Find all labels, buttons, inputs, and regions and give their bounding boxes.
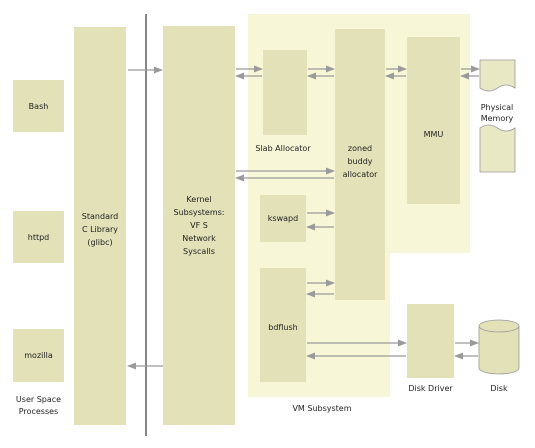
disk-label: Disk	[490, 384, 508, 393]
process-httpd	[13, 211, 64, 263]
zoned-buddy-allocator-box	[335, 29, 385, 300]
physical-memory-top	[479, 59, 516, 92]
disk-cylinder-body	[478, 326, 520, 375]
physical-memory-bottom	[479, 124, 516, 173]
kswapd-box	[260, 195, 306, 242]
process-httpd-label: httpd	[28, 233, 50, 242]
disk-driver-box	[407, 304, 454, 378]
kernel-label-line3: VF S	[190, 221, 208, 230]
libc-label-line1: Standard	[82, 212, 118, 221]
kernel-label-line4: Network	[182, 234, 216, 243]
process-mozilla	[13, 329, 64, 382]
mmu-box	[407, 37, 460, 204]
kernel-label-line2: Subsystems:	[173, 208, 224, 217]
buddy-label-line3: allocator	[343, 170, 379, 179]
process-bash	[13, 80, 64, 132]
buddy-label-line1: zoned	[348, 144, 372, 153]
mmu-label: MMU	[424, 130, 444, 139]
process-mozilla-label: mozilla	[24, 351, 53, 360]
bdflush-label: bdflush	[268, 323, 298, 332]
disk-cylinder-top	[478, 319, 520, 333]
disk-driver-label: Disk Driver	[408, 384, 453, 393]
standard-c-library-box	[74, 27, 126, 425]
bdflush-box	[260, 268, 306, 382]
kernel-label-line1: Kernel	[186, 195, 211, 204]
process-bash-label: Bash	[29, 102, 49, 111]
user-space-label: User Space	[16, 395, 61, 404]
physical-memory-label-line2: Memory	[481, 114, 514, 123]
libc-label-line2: C Library	[82, 225, 118, 234]
kernel-label-line5: Syscalls	[183, 247, 215, 256]
buddy-label-line2: buddy	[347, 157, 372, 166]
physical-memory-label-line1: Physical	[481, 103, 514, 112]
slab-allocator-label: Slab Allocator	[255, 144, 311, 153]
kswapd-label: kswapd	[268, 214, 298, 223]
libc-label-line3: (glibc)	[87, 238, 112, 247]
vm-subsystem-label: VM Subsystem	[292, 404, 351, 413]
processes-label: Processes	[19, 407, 58, 416]
kernel-subsystems-box	[163, 26, 235, 425]
slab-allocator-box	[263, 50, 307, 135]
arrows	[127, 65, 480, 370]
